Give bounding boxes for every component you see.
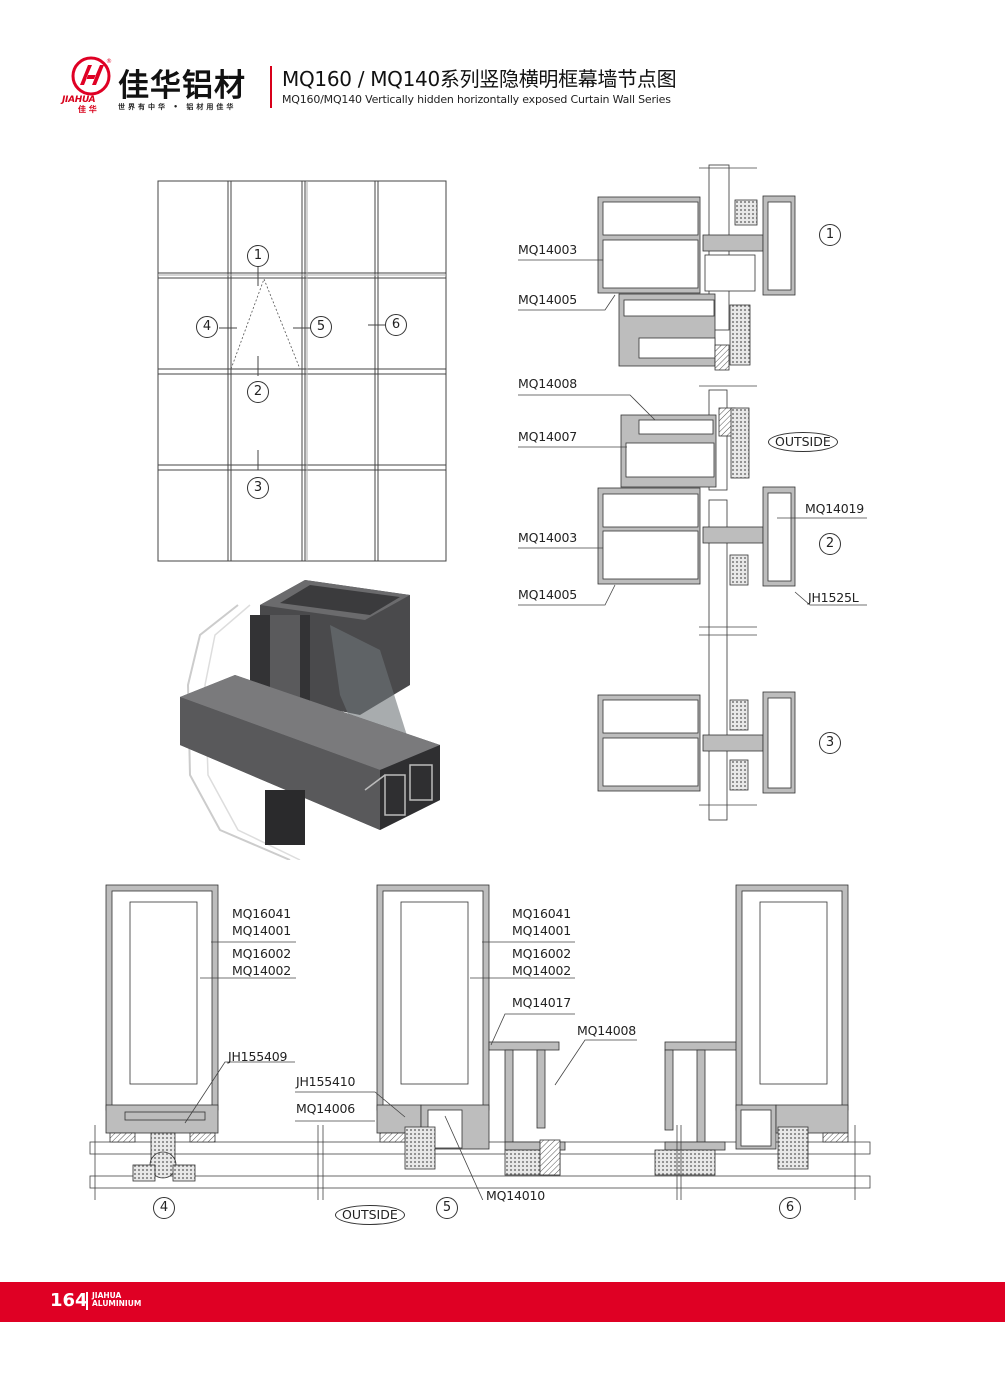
callout-a-mq14001: MQ14001 [232, 923, 291, 938]
page-title: MQ160 / MQ140系列竖隐横明框幕墙节点图 [282, 67, 677, 91]
svg-text:®: ® [106, 58, 112, 65]
brand-cn: 佳华铝材 [118, 68, 246, 104]
vertical-section-leaders [518, 259, 867, 606]
callout-mq14003-mid: MQ14003 [518, 530, 577, 545]
callout-b-mq14002: MQ14002 [512, 963, 571, 978]
callout-mq14017: MQ14017 [512, 995, 571, 1010]
callout-jh155409: JH155409 [228, 1049, 288, 1064]
footer-bar [0, 1282, 1005, 1322]
brand-en: JIAHUA [62, 95, 96, 105]
page-subtitle: MQ160/MQ140 Vertically hidden horizontal… [282, 93, 671, 106]
callout-mq14005-mid: MQ14005 [518, 587, 577, 602]
callout-jh1525l: JH1525L [808, 590, 859, 605]
node-label-2: 2 [819, 533, 841, 555]
callout-mq14005-top: MQ14005 [518, 292, 577, 307]
callout-b-mq16002: MQ16002 [512, 946, 571, 961]
marker-3[interactable]: 3 [247, 477, 269, 499]
node-label-5: 5 [436, 1197, 458, 1219]
outside-label-vertical: OUTSIDE [768, 432, 838, 452]
brand-cn-small: 佳 华 [78, 105, 97, 114]
horizontal-section-drawing [89, 884, 871, 1200]
callout-b-mq14001: MQ14001 [512, 923, 571, 938]
node-label-6: 6 [779, 1197, 801, 1219]
callout-jh155410: JH155410 [296, 1074, 356, 1089]
footer-divider [86, 1292, 88, 1310]
footer-brand-line2: ALUMINIUM [92, 1299, 142, 1308]
header-divider [270, 66, 272, 108]
marker-2[interactable]: 2 [247, 381, 269, 403]
profile-3d-render [180, 580, 440, 860]
marker-1[interactable]: 1 [247, 245, 269, 267]
callout-mq14003-top: MQ14003 [518, 242, 577, 257]
callout-a-mq16041: MQ16041 [232, 906, 291, 921]
callout-a-mq16002: MQ16002 [232, 946, 291, 961]
node-label-3: 3 [819, 732, 841, 754]
marker-4[interactable]: 4 [196, 316, 218, 338]
elevation-grid [157, 180, 447, 562]
footer-brand-line1: JIAHUA [92, 1291, 122, 1300]
node-label-4: 4 [153, 1197, 175, 1219]
jiahua-logo-icon: ® [71, 56, 112, 96]
callout-mq14010: MQ14010 [486, 1188, 545, 1203]
callout-b-mq14008: MQ14008 [577, 1023, 636, 1038]
callout-mq14006: MQ14006 [296, 1101, 355, 1116]
page-number: 164 [50, 1290, 88, 1311]
callout-mq14007: MQ14007 [518, 429, 577, 444]
callout-a-mq14002: MQ14002 [232, 963, 291, 978]
node-label-1: 1 [819, 224, 841, 246]
callout-b-mq16041: MQ16041 [512, 906, 571, 921]
outside-label-horizontal: OUTSIDE [335, 1205, 405, 1225]
marker-5[interactable]: 5 [310, 316, 332, 338]
callout-mq14019: MQ14019 [805, 501, 864, 516]
vertical-section-drawing [597, 164, 796, 821]
footer-brand: JIAHUA ALUMINIUM [92, 1292, 141, 1308]
marker-6[interactable]: 6 [385, 314, 407, 336]
callout-mq14008: MQ14008 [518, 376, 577, 391]
slogan: 世界有中华 • 铝材用佳华 [118, 103, 237, 111]
